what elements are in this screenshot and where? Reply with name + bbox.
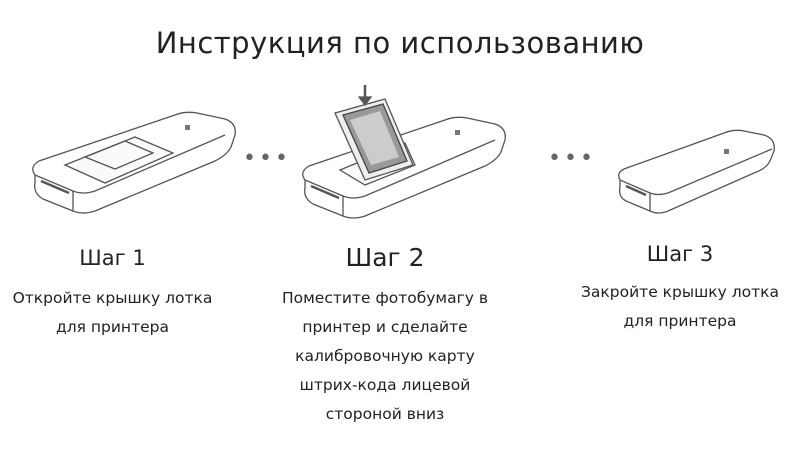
- step-label: Шаг 2: [345, 243, 425, 272]
- step-label: Шаг 1: [79, 246, 146, 270]
- description-line: штрих-кода лицевой: [299, 376, 471, 394]
- step-description: Откройте крышку лотка для принтера: [0, 284, 225, 342]
- step-description: Поместите фотобумагу в принтер и сделайт…: [255, 284, 515, 429]
- step-2: Шаг 2 Поместите фотобумагу в принтер и с…: [255, 243, 515, 429]
- page-title: Инструкция по использованию: [155, 26, 645, 60]
- description-line: для принтера: [56, 318, 169, 336]
- description-line: для принтера: [623, 312, 737, 330]
- description-line: калибровочную карту: [295, 347, 475, 365]
- description-line: принтер и сделайте: [302, 318, 468, 336]
- printer-open-tray-illustration: [32, 111, 236, 214]
- printer-insert-paper-illustration: [302, 85, 506, 219]
- step-label: Шаг 3: [646, 242, 714, 266]
- step-description: Закройте крышку лотка для принтера: [565, 278, 795, 336]
- description-line: Поместите фотобумагу в: [281, 289, 489, 307]
- step-1: Шаг 1 Откройте крышку лотка для принтера: [0, 246, 225, 342]
- separator-dots-1: •••: [243, 146, 291, 171]
- description-line: стороной вниз: [325, 405, 445, 423]
- printer-closed-illustration: [618, 129, 775, 214]
- step-3: Шаг 3 Закройте крышку лотка для принтера: [565, 242, 795, 336]
- description-line: Откройте крышку лотка: [12, 289, 213, 307]
- description-line: Закройте крышку лотка: [580, 283, 780, 301]
- separator-dots-2: •••: [548, 146, 596, 171]
